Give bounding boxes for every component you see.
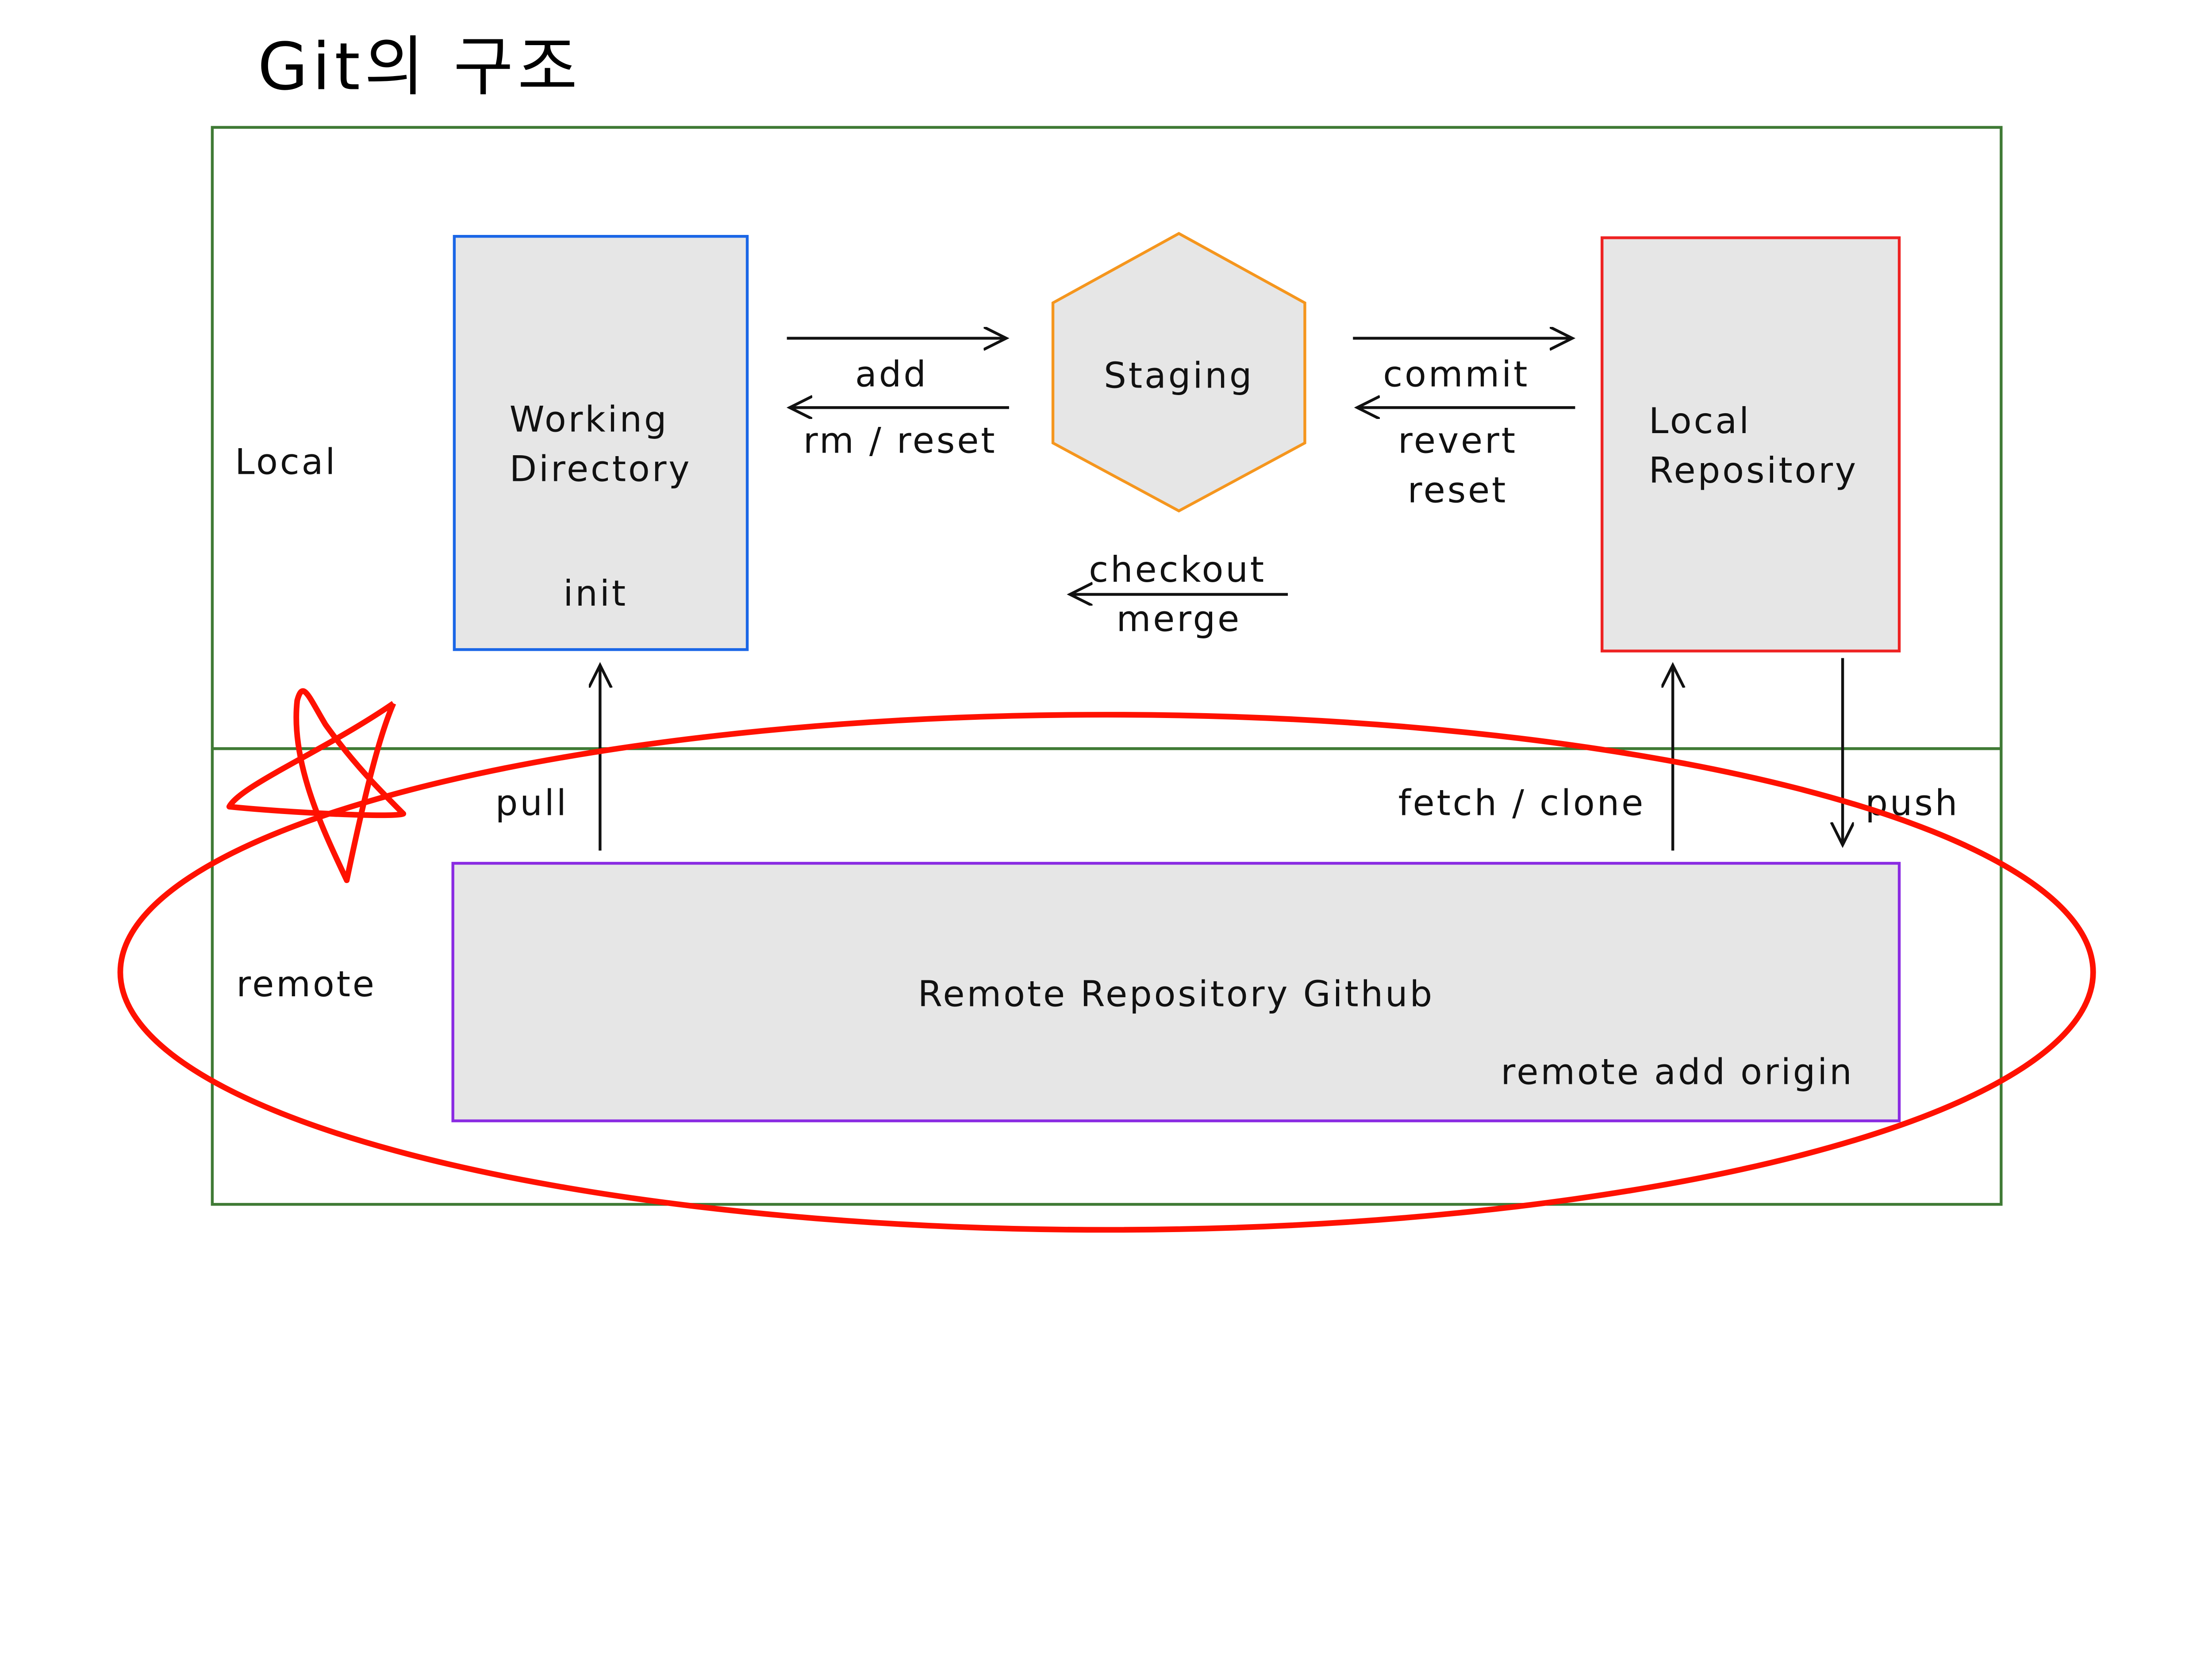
working-directory-box: Working Directory init [453, 235, 749, 651]
red-star-annotation [226, 688, 407, 883]
remote-repository-label: Remote Repository Github [918, 973, 1434, 1014]
pull-label: pull [495, 783, 568, 824]
reset-label: reset [1408, 470, 1508, 511]
page-title: Git의 구조 [257, 29, 582, 105]
push-label: push [1865, 783, 1959, 824]
local-repository-box: Local Repository [1601, 236, 1901, 653]
working-directory-label-2: Directory [510, 449, 692, 490]
add-label: add [855, 353, 928, 395]
working-directory-label-1: Working [510, 399, 669, 440]
zone-label-local: Local [235, 442, 337, 483]
red-ellipse-annotation [117, 712, 2096, 1233]
outer-frame [211, 126, 2003, 1206]
rm-reset-label: rm / reset [803, 420, 997, 461]
staging-hexagon: Staging [1051, 232, 1306, 513]
commit-label: commit [1383, 353, 1529, 395]
zone-label-remote: remote [236, 964, 376, 1005]
checkout-label: checkout [1089, 549, 1266, 590]
fetch-clone-label: fetch / clone [1398, 783, 1646, 824]
git-structure-diagram: Git의 구조 Local remote Working Directory i… [117, 29, 2096, 1233]
merge-label: merge [1116, 599, 1241, 640]
staging-label: Staging [1104, 355, 1254, 396]
remote-add-origin-label: remote add origin [1501, 1051, 1854, 1092]
local-repository-label-1: Local [1649, 400, 1751, 442]
remote-repository-box: Remote Repository Github remote add orig… [451, 862, 1901, 1122]
init-label: init [563, 573, 628, 614]
revert-label: revert [1398, 420, 1517, 461]
local-repository-label-2: Repository [1649, 450, 1858, 491]
